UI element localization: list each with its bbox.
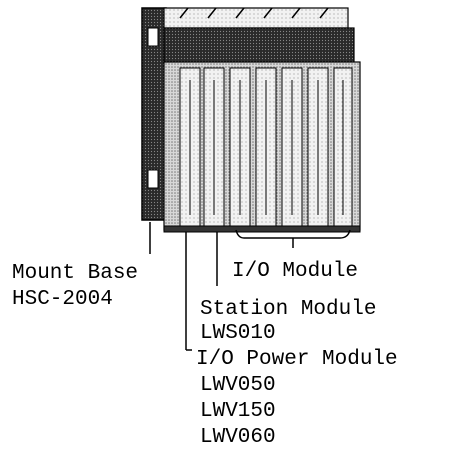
mount-base-model: HSC-2004 [12, 288, 113, 311]
io-module-label: I/O Module [232, 260, 358, 283]
io-power-model-1: LWV050 [200, 374, 276, 397]
station-module-model: LWS010 [200, 322, 276, 345]
top-bus-block [164, 28, 354, 62]
plc-rack-illustration [142, 8, 360, 232]
mount-base-label: Mount Base [12, 262, 138, 285]
io-power-model-2: LWV150 [200, 400, 276, 423]
io-power-module-label: I/O Power Module [196, 348, 398, 371]
io-power-model-3: LWV060 [200, 426, 276, 449]
diagram-labels: Mount Base HSC-2004 I/O Module Station M… [12, 260, 398, 449]
station-module-label: Station Module [200, 298, 376, 321]
